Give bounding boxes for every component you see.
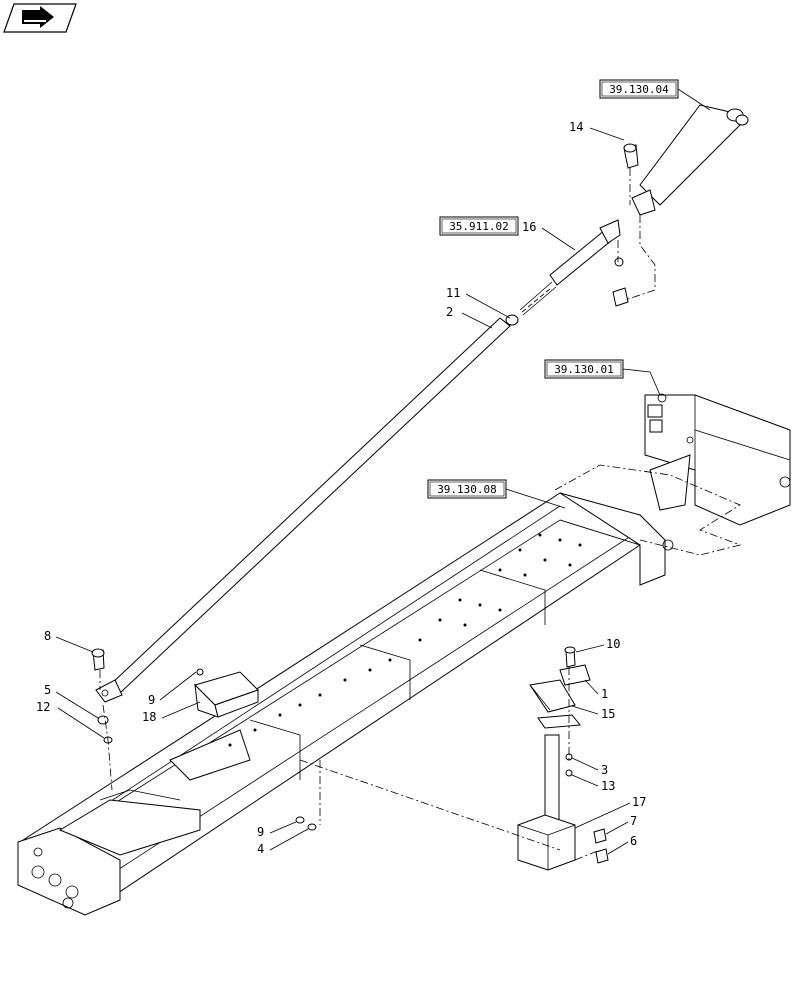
frame-holes	[228, 533, 582, 747]
svg-text:39.130.08: 39.130.08	[437, 483, 497, 496]
callout-1: 1	[601, 687, 608, 701]
callout-6: 6	[630, 834, 637, 848]
callout-10: 10	[606, 637, 620, 651]
jack-stand-17	[517, 714, 581, 871]
callout-9: 9	[257, 825, 264, 839]
axle-housing	[644, 393, 791, 526]
next-page-arrow-icon[interactable]	[3, 3, 77, 33]
plate-1	[559, 664, 591, 686]
bolt-14	[623, 143, 639, 169]
svg-text:39.130.01: 39.130.01	[554, 363, 614, 376]
callout-12: 12	[36, 700, 50, 714]
ref-39-130-01[interactable]: 39.130.01	[544, 359, 624, 379]
callout-18: 18	[142, 710, 156, 724]
main-frame	[17, 492, 674, 916]
callout-15: 15	[601, 707, 615, 721]
reference-labels: 39.130.04 35.911.02 39.130.01 39.130.08	[427, 79, 711, 509]
hydraulic-cylinder	[519, 219, 621, 316]
ref-39-130-08[interactable]: 39.130.08	[427, 479, 507, 499]
callout-16: 16	[522, 220, 536, 234]
callout-8: 8	[44, 629, 51, 643]
svg-text:39.130.04: 39.130.04	[609, 83, 669, 96]
callout-2: 2	[446, 305, 453, 319]
callout-13: 13	[601, 779, 615, 793]
callout-9-bracket: 9	[148, 693, 155, 707]
ref-35-911-02[interactable]: 35.911.02	[439, 216, 519, 236]
clamp-15	[529, 679, 576, 713]
callout-3: 3	[601, 763, 608, 777]
upper-link-arm	[631, 104, 749, 216]
callout-11: 11	[446, 286, 460, 300]
part-callouts: 14 16 11 2 8 5 12 9 18 10 1 15 3 13 17 7…	[36, 120, 646, 856]
callout-5: 5	[44, 683, 51, 697]
callout-17: 17	[632, 795, 646, 809]
callout-4: 4	[257, 842, 264, 856]
svg-text:35.911.02: 35.911.02	[449, 220, 509, 233]
bolt-8	[91, 648, 105, 671]
bracket-18	[194, 671, 259, 718]
callout-7: 7	[630, 814, 637, 828]
ref-39-130-04[interactable]: 39.130.04	[599, 79, 679, 99]
assembly-lines	[99, 168, 656, 861]
callout-14: 14	[569, 120, 583, 134]
